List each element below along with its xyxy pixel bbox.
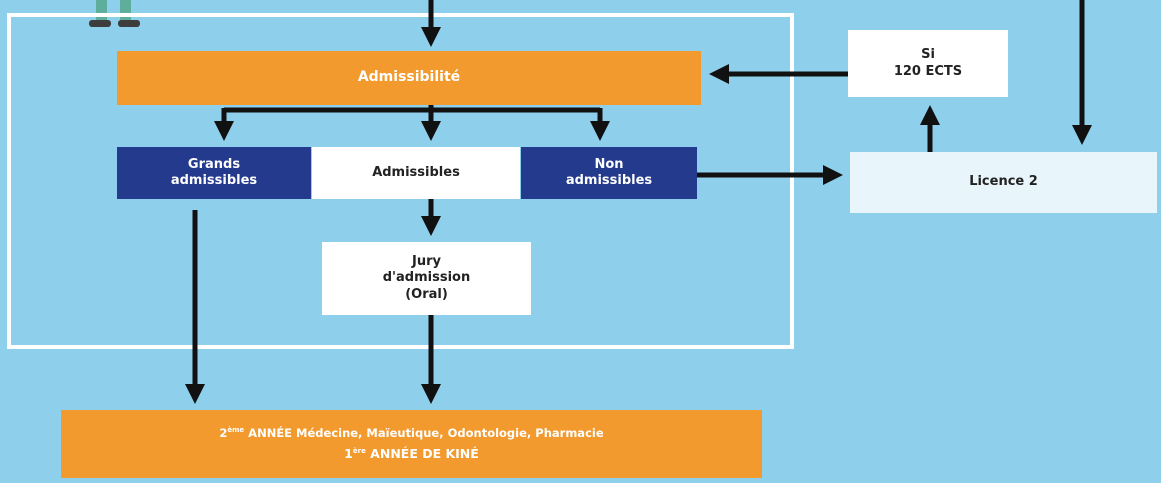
admissibles-label: Admissibles (372, 164, 460, 180)
final-line-1-number: 2 (219, 426, 228, 440)
admissibilite-label: Admissibilité (357, 69, 461, 86)
si-120-ects-label: Si 120 ECTS (893, 47, 963, 79)
final-line-1-ordinal: ème (227, 426, 245, 435)
final-line-1: 2ème ANNÉE Médecine, Maïeutique, Odontol… (219, 426, 603, 440)
final-line-2-ordinal: ère (352, 447, 366, 456)
final-line-2: 1ère ANNÉE DE KINÉ (344, 446, 479, 462)
jury-admission-label: Jury d'admission (Oral) (382, 254, 471, 302)
licence-2-label: Licence 2 (969, 174, 1038, 190)
licence-2-box: Licence 2 (850, 152, 1157, 213)
si-120-ects-box: Si 120 ECTS (848, 30, 1008, 97)
final-line-2-number: 1 (344, 446, 353, 462)
selection-frame (7, 13, 794, 349)
admissibles-box: Admissibles (312, 147, 520, 199)
non-admissibles-box: Non admissibles (521, 147, 697, 199)
final-line-1-text: ANNÉE Médecine, Maïeutique, Odontologie,… (244, 426, 604, 440)
final-line-2-text: ANNÉE DE KINÉ (365, 446, 479, 462)
final-outcome-box: 2ème ANNÉE Médecine, Maïeutique, Odontol… (61, 410, 762, 478)
non-admissibles-label: Non admissibles (565, 156, 653, 188)
admissibilite-box: Admissibilité (117, 51, 701, 105)
jury-admission-box: Jury d'admission (Oral) (322, 242, 531, 315)
grands-admissibles-label: Grands admissibles (170, 156, 258, 188)
grands-admissibles-box: Grands admissibles (117, 147, 311, 199)
